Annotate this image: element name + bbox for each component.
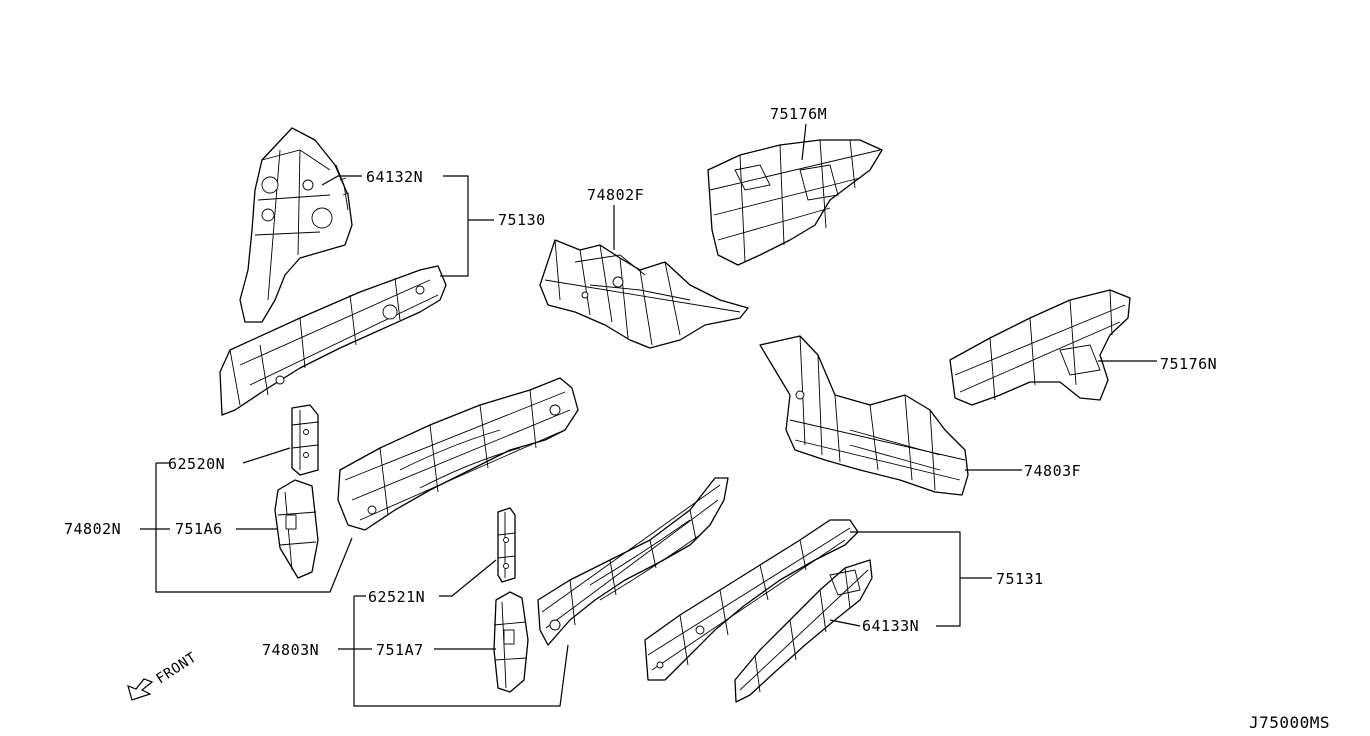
part-74803N-drawing <box>537 477 729 646</box>
label-74802N: 74802N <box>64 520 121 538</box>
label-75131: 75131 <box>996 570 1044 588</box>
part-75131-drawing <box>644 519 859 681</box>
leader-lines <box>140 123 1157 707</box>
part-74802N-drawing <box>337 377 579 531</box>
label-751A6: 751A6 <box>175 520 223 538</box>
part-75176N-drawing <box>949 289 1131 406</box>
diagram-id: J75000MS <box>1249 713 1330 732</box>
front-indicator: FRONT <box>127 650 200 701</box>
part-64133N-drawing <box>734 559 873 703</box>
label-75176M: 75176M <box>770 105 827 123</box>
part-64132N-drawing <box>239 127 353 323</box>
label-74803N: 74803N <box>262 641 319 659</box>
front-label: FRONT <box>153 650 199 688</box>
label-75176N: 75176N <box>1160 355 1217 373</box>
label-74803F: 74803F <box>1024 462 1081 480</box>
label-62520N: 62520N <box>168 455 225 473</box>
arrow-left-down-icon <box>127 678 154 701</box>
label-751A7: 751A7 <box>376 641 424 659</box>
part-751A6-drawing <box>274 479 319 579</box>
label-64133N: 64133N <box>862 617 919 635</box>
part-62520N-drawing <box>291 404 319 476</box>
part-751A7-drawing <box>493 591 529 693</box>
part-74803F-drawing <box>759 335 969 496</box>
label-75130: 75130 <box>498 211 546 229</box>
part-74802F-drawing <box>539 239 749 349</box>
label-62521N: 62521N <box>368 588 425 606</box>
part-75130-drawing <box>219 265 447 416</box>
part-62521N-drawing <box>497 507 516 583</box>
label-74802F: 74802F <box>587 186 644 204</box>
part-75176M-drawing <box>707 139 883 266</box>
label-64132N: 64132N <box>366 168 423 186</box>
